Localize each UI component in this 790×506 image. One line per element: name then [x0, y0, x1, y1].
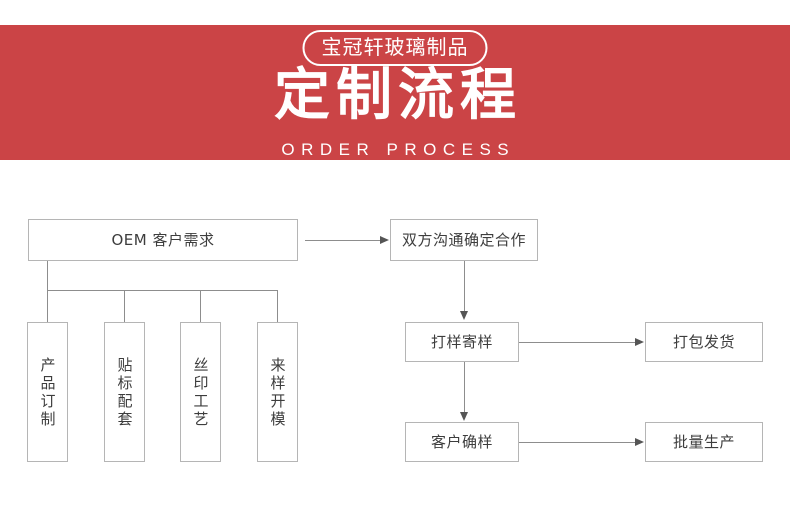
connector-start-to-agree: [305, 240, 380, 241]
connector-branch-bus: [47, 290, 277, 291]
arrow-agree-to-sample: [459, 311, 468, 320]
page-title: 定制流程: [274, 63, 522, 128]
brand-badge: 宝冠轩玻璃制品: [302, 30, 488, 66]
connector-sample-to-confirm: [464, 362, 465, 412]
flow-box-packing-shipping: 打包发货: [645, 322, 763, 362]
title-underline: [364, 175, 426, 178]
arrow-confirm-to-production: [635, 437, 644, 446]
page-subtitle: ORDER PROCESS: [281, 140, 516, 159]
flow-box-branch-1: 产品订制: [27, 322, 68, 462]
arrow-sample-to-shipping: [635, 337, 644, 346]
flow-box-mass-production: 批量生产: [645, 422, 763, 462]
flow-box-start: OEM 客户需求: [28, 219, 298, 261]
connector-branch-drop-4: [277, 290, 278, 322]
flow-box-sampling: 打样寄样: [405, 322, 519, 362]
connector-branch-drop-3: [200, 290, 201, 322]
connector-branch-drop-2: [124, 290, 125, 322]
connector-confirm-to-production: [519, 442, 635, 443]
flow-box-customer-confirm: 客户确样: [405, 422, 519, 462]
connector-branch-drop-1: [47, 290, 48, 322]
connector-agree-to-sample: [464, 261, 465, 311]
flow-box-branch-4: 来样开模: [257, 322, 298, 462]
flow-box-branch-2: 贴标配套: [104, 322, 145, 462]
arrow-start-to-agree: [380, 235, 389, 244]
process-flow-diagram: OEM 客户需求 双方沟通确定合作 打样寄样 打包发货 客户确样 批量生产 产品…: [0, 160, 790, 506]
arrow-sample-to-confirm: [459, 412, 468, 421]
flow-box-branch-3: 丝印工艺: [180, 322, 221, 462]
connector-start-tree-stem: [47, 261, 48, 290]
flow-box-agreement: 双方沟通确定合作: [390, 219, 538, 261]
header-banner: 宝冠轩玻璃制品 定制流程 ORDER PROCESS: [0, 25, 790, 178]
connector-sample-to-shipping: [519, 342, 635, 343]
